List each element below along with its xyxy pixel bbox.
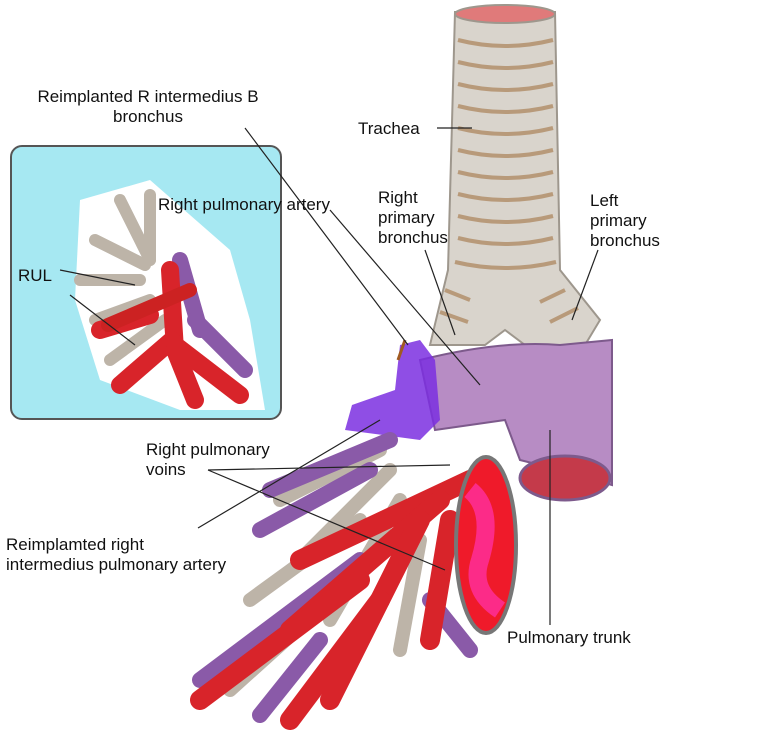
label-line: bronchus	[590, 231, 660, 250]
artery-cross-section	[454, 455, 518, 635]
label-line: Left	[590, 191, 619, 210]
label-line: RUL	[18, 266, 52, 285]
label-line: Reimplamted right	[6, 535, 144, 554]
label-line: bronchus	[378, 228, 448, 247]
label-line: primary	[590, 211, 647, 230]
reimplant-highlight	[345, 339, 440, 440]
label-line: primary	[378, 208, 435, 227]
label-line: intermedius pulmonary artery	[6, 555, 227, 574]
label-line: bronchus	[113, 107, 183, 126]
label-trachea: Trachea	[358, 119, 420, 138]
label-line: voins	[146, 460, 186, 479]
pulmonary-trunk-shape	[418, 338, 613, 502]
label-rul: RUL	[18, 266, 52, 285]
label-right-pulmonary-artery: Right pulmonary artery	[158, 195, 330, 214]
label-line: Right pulmonary	[146, 440, 270, 459]
label-line: Right pulmonary artery	[158, 195, 330, 214]
inset-lung-illustration	[74, 180, 265, 410]
label-line: Pulmonary trunk	[507, 628, 631, 647]
trachea-shape	[428, 4, 602, 346]
label-pulmonary-trunk: Pulmonary trunk	[507, 628, 631, 647]
label-line: Trachea	[358, 119, 420, 138]
label-line: Right	[378, 188, 418, 207]
right-lung-vessels	[190, 432, 480, 730]
label-line: Reimplanted R intermedius B	[37, 87, 258, 106]
leader-lines	[59, 127, 599, 625]
